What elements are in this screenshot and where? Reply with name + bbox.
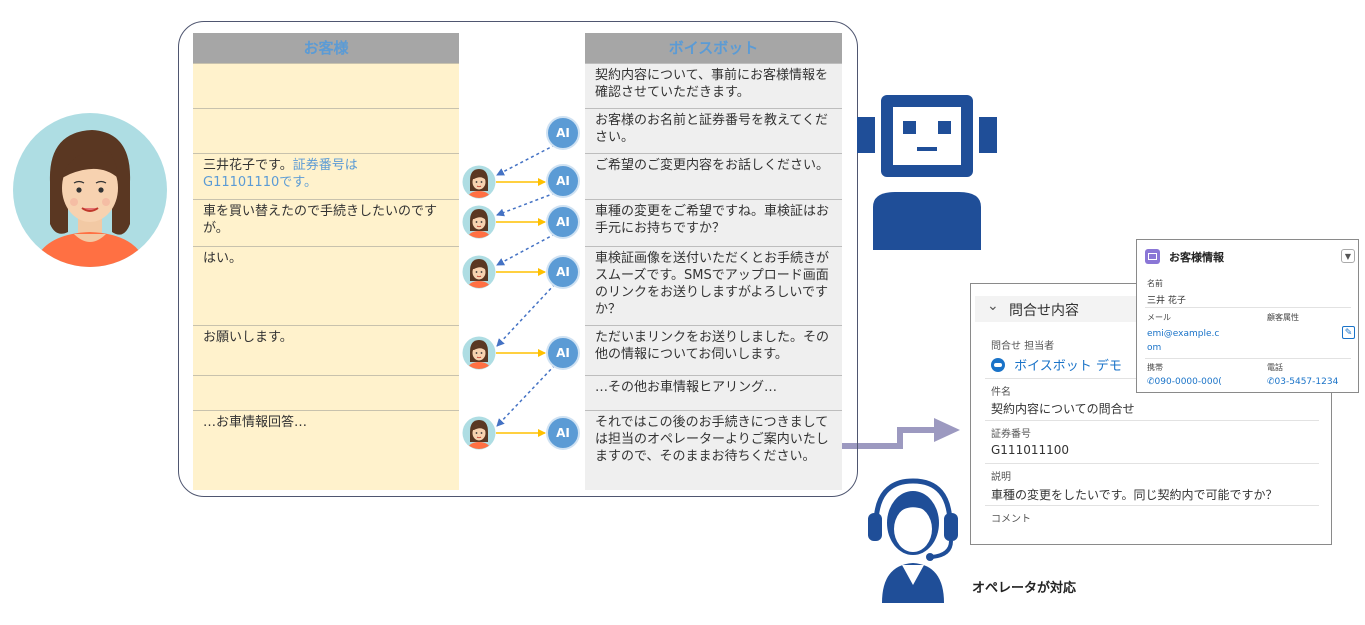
ai-to-customer-arrow: [496, 233, 556, 266]
ai-badge-label: AI: [556, 215, 570, 229]
customer-avatar-small: [462, 205, 496, 239]
customer-message-text: 三井花子です。: [203, 158, 293, 173]
customer-column-header: お客様: [193, 33, 459, 63]
customer-message-highlight: 証券番号は G11101110です。: [203, 158, 358, 190]
subject-value: 契約内容についての問合せ: [991, 402, 1135, 416]
phone-icon: ✆: [1147, 377, 1155, 387]
handoff-arrow-head: [934, 418, 960, 442]
customer-message-8: …お車情報回答…: [193, 410, 459, 490]
comment-label: コメント: [991, 514, 1031, 525]
mobile-value[interactable]: ✆090-0000-000(: [1147, 377, 1222, 387]
robot-icon: [855, 95, 1000, 250]
bot-message-1: 契約内容について、事前にお客様情報を確認させていただきます。: [585, 63, 842, 108]
customer-avatar: [12, 112, 168, 268]
policy-label: 証券番号: [991, 429, 1031, 440]
owner-value[interactable]: ボイスボット デモ: [991, 354, 1191, 374]
customer-message-7: [193, 375, 459, 410]
bot-message-6: ただいまリンクをお送りしました。その他の情報についてお伺いします。: [585, 325, 842, 375]
ai-to-customer-arrow: [496, 192, 556, 217]
subject-label: 件名: [991, 387, 1011, 398]
name-label: 名前: [1147, 279, 1163, 288]
customer-message-text: 車を買い替えたので手続きしたいのですが。: [203, 204, 438, 236]
email-label: メール: [1147, 313, 1171, 322]
ai-badge-icon: AI: [546, 336, 580, 370]
bot-message-5: 車検証画像を送付いただくとお手続きがスムーズです。SMSでアップロード画面のリン…: [585, 246, 842, 325]
customer-message-4: 車を買い替えたので手続きしたいのですが。: [193, 199, 459, 246]
inquiry-section-title: 問合せ内容: [1009, 303, 1079, 319]
contact-card-icon: [1145, 249, 1160, 264]
email-value[interactable]: emi@example.c om: [1147, 329, 1220, 353]
bot-column-header: ボイスボット: [585, 33, 842, 63]
customer-message-text: …お車情報回答…: [203, 415, 308, 430]
phone-value[interactable]: ✆03-5457-1234: [1267, 377, 1339, 387]
description-value: 車種の変更をしたいです。同じ契約内で可能ですか？: [991, 488, 1278, 502]
ai-badge-icon: AI: [546, 255, 580, 289]
chevron-down-icon[interactable]: ⌄: [987, 298, 999, 314]
policy-value: G111011100: [991, 443, 1070, 457]
customer-info-title: お客様情報: [1169, 251, 1224, 264]
customer-avatar-small: [462, 255, 496, 289]
customer-message-6: お願いします。: [193, 325, 459, 375]
owner-link[interactable]: ボイスボット デモ: [1014, 359, 1122, 374]
handoff-arrow: [842, 427, 938, 449]
bot-message-2: お客様のお名前と証券番号を教えてください。: [585, 108, 842, 153]
customer-message-text: お願いします。: [203, 330, 293, 345]
customer-column: お客様 三井花子です。証券番号は G11101110です。車を買い替えたので手続…: [193, 33, 459, 490]
ai-badge-icon: AI: [546, 116, 580, 150]
customer-avatar-small: [462, 165, 496, 199]
ai-badge-label: AI: [556, 265, 570, 279]
ai-badge-icon: AI: [546, 164, 580, 198]
conversation-frame: [178, 21, 858, 497]
bot-message-4: 車種の変更をご希望ですね。車検証はお手元にお持ちですか？: [585, 199, 842, 246]
customer-message-5: はい。: [193, 246, 459, 325]
bot-message-3: ご希望のご変更内容をお話しください。: [585, 153, 842, 199]
edit-pencil-icon[interactable]: ✎: [1342, 326, 1355, 339]
ai-badge-label: AI: [556, 174, 570, 188]
ai-badge-label: AI: [556, 426, 570, 440]
ai-badge-icon: AI: [546, 416, 580, 450]
customer-avatar-small: [462, 336, 496, 370]
ai-to-customer-arrow: [496, 144, 556, 176]
mobile-label: 携帯: [1147, 363, 1163, 372]
ai-to-customer-arrow: [496, 364, 556, 427]
customer-avatar-small: [462, 416, 496, 450]
name-value: 三井 花子: [1147, 296, 1186, 306]
bot-column: ボイスボット 契約内容について、事前にお客様情報を確認させていただきます。お客様…: [585, 33, 842, 490]
ai-badge-icon: AI: [546, 205, 580, 239]
operator-icon: [862, 473, 964, 613]
bot-message-7: …その他お車情報ヒアリング…: [585, 375, 842, 410]
customer-message-1: [193, 63, 459, 108]
customer-message-3: 三井花子です。証券番号は G11101110です。: [193, 153, 459, 199]
owner-avatar-icon: [991, 357, 1005, 372]
ai-badge-label: AI: [556, 346, 570, 360]
ai-badge-label: AI: [556, 126, 570, 140]
operator-caption: オペレータが対応: [972, 581, 1077, 596]
customer-info-card: お客様情報 ▼ 名前 三井 花子 メール emi@example.c om 顧客…: [1136, 239, 1359, 393]
customer-message-text: はい。: [203, 251, 243, 266]
description-label: 説明: [991, 472, 1011, 483]
bot-message-8: それではこの後のお手続きにつきましては担当のオペレーターよりご案内いたしますので…: [585, 410, 842, 490]
phone-icon: ✆: [1267, 377, 1275, 387]
attribute-label: 顧客属性: [1267, 313, 1299, 322]
ai-to-customer-arrow: [496, 283, 556, 347]
owner-label: 問合せ 担当者: [991, 341, 1055, 352]
customer-message-2: [193, 108, 459, 153]
card-menu-button[interactable]: ▼: [1341, 249, 1355, 263]
phone-label: 電話: [1267, 363, 1283, 372]
